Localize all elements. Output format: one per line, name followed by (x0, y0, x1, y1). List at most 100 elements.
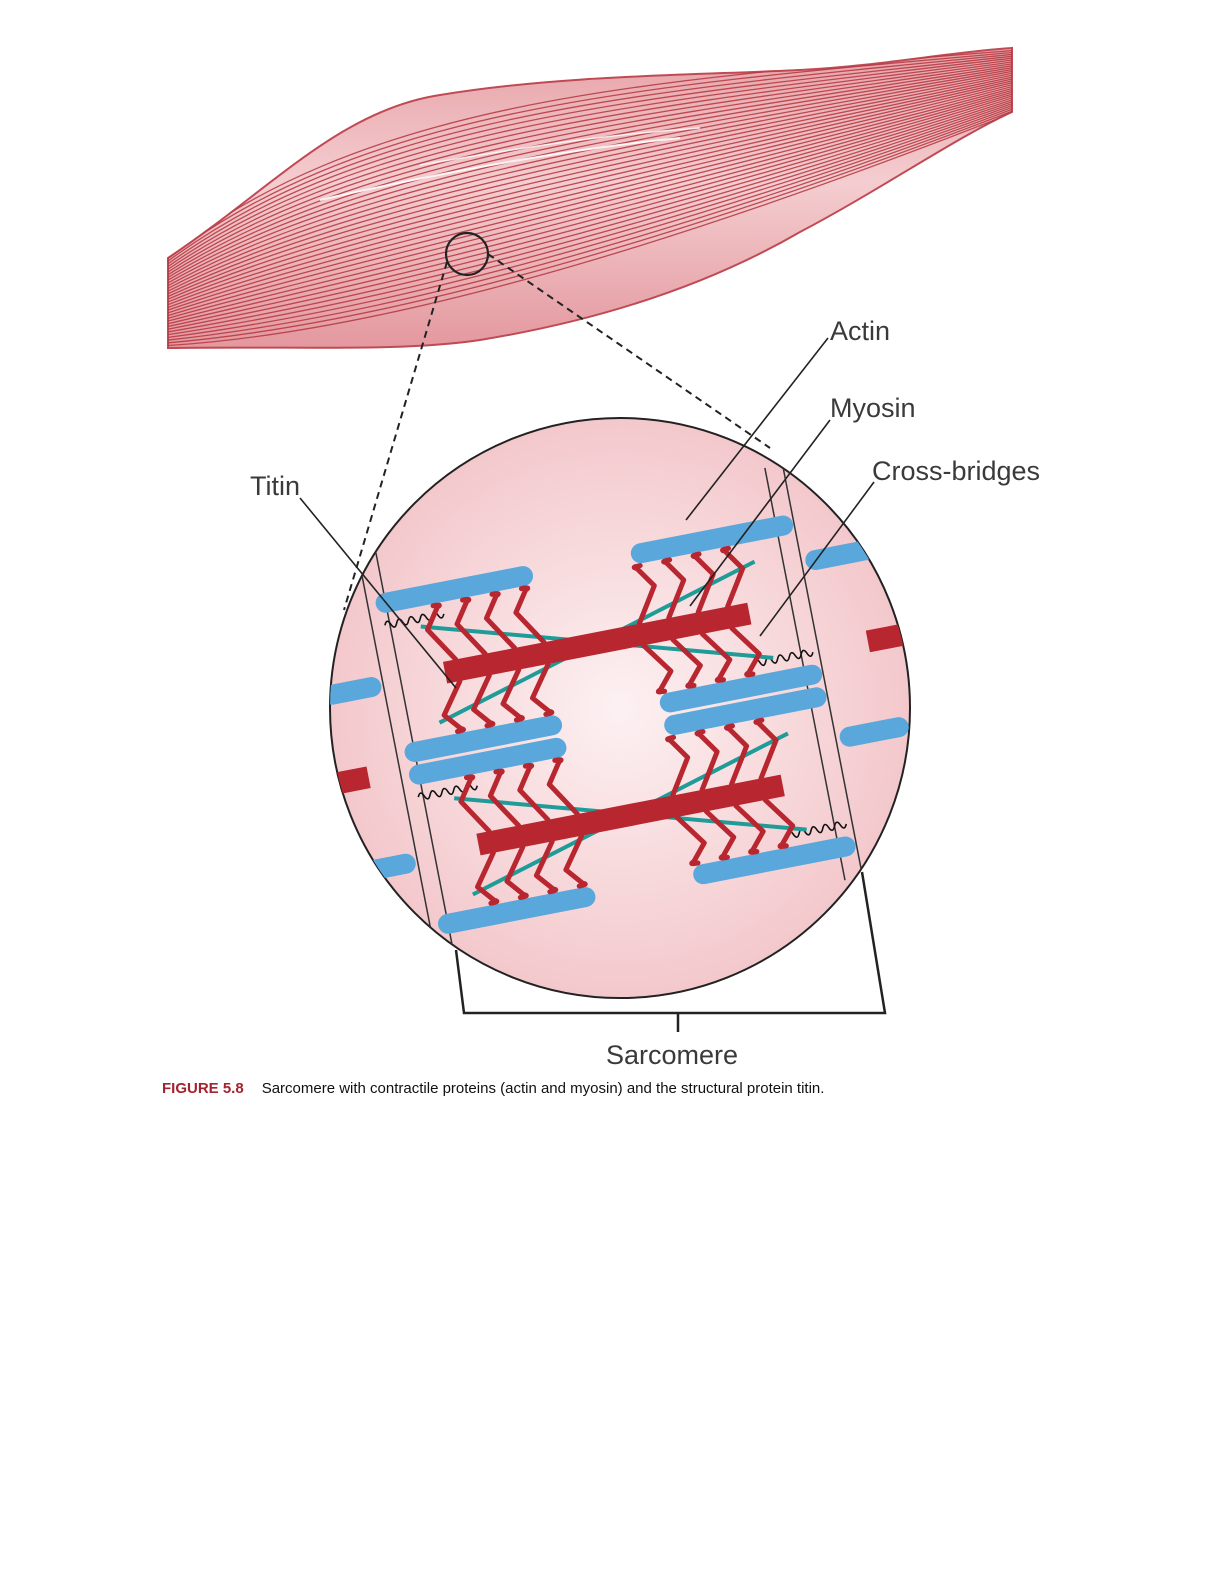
muscle-fiber-line (168, 103, 1012, 340)
muscle-fiber-line (168, 65, 1012, 286)
actin-label: Actin (830, 316, 890, 346)
sarcomere-bracket (454, 871, 887, 1015)
cross-bridge (483, 591, 518, 651)
muscle-fiber-line (168, 94, 1012, 327)
myosin-filament (442, 602, 752, 684)
muscle-fiber-line (168, 85, 1012, 314)
muscle-fiber-line (168, 105, 1012, 342)
muscle-illustration (167, 46, 1013, 350)
muscle-fiber-line (168, 78, 1012, 304)
cross-bridge (475, 850, 500, 906)
zoom-dashed-line (487, 253, 771, 449)
actin-filament (664, 687, 827, 735)
actin-filament (438, 887, 596, 934)
actin-filament (630, 515, 794, 564)
zoom-dashed-line (343, 261, 448, 611)
actin-filament (659, 664, 823, 713)
cross-bridge (458, 774, 492, 834)
actin-filament (375, 566, 534, 613)
cross-bridge (500, 667, 525, 723)
cross-bridge (529, 661, 555, 717)
muscle-fiber-line (168, 76, 1012, 301)
muscle-fiber-line (168, 52, 1012, 268)
cross-bridge (723, 723, 750, 787)
muscle-fiber-line (168, 72, 1012, 296)
cross-bridge (703, 808, 737, 861)
figure-number: FIGURE 5.8 (162, 1080, 244, 1097)
muscle-fiber-line (168, 93, 1012, 324)
myosin-filament (476, 774, 785, 856)
cross-bridge (753, 717, 779, 781)
cross-bridge (441, 678, 466, 734)
myosin-filament (337, 766, 371, 794)
cross-bridge (674, 814, 707, 867)
actin-filament (409, 737, 567, 785)
caption-text: Sarcomere with contractile proteins (act… (261, 1080, 825, 1097)
muscle-fibers (168, 49, 1012, 347)
muscle-fiber-line (168, 71, 1012, 294)
muscle-fiber-line (168, 60, 1012, 278)
muscle-fiber-line (168, 62, 1012, 281)
sarcomere-group (330, 464, 910, 960)
muscle-fiber-line (168, 83, 1012, 311)
z-line (355, 547, 438, 960)
muscle-fiber-line (168, 100, 1012, 334)
cross-bridge (546, 757, 580, 817)
muscle-fiber-line (168, 91, 1012, 322)
muscle-fiber-line (168, 102, 1012, 337)
cross-bridge (699, 631, 733, 683)
cross-bridge (563, 833, 588, 889)
titin-spring (753, 649, 814, 667)
muscle-fiber-line (168, 74, 1012, 299)
actin-filament (805, 540, 875, 571)
sarcomere-zoom (329, 417, 911, 999)
actin-filament (839, 717, 909, 747)
myosin-leader (689, 419, 831, 607)
cross-bridge (533, 838, 559, 895)
muscle-highlight (319, 137, 681, 201)
cross-bridge (694, 729, 720, 793)
muscle-fiber-line (168, 58, 1012, 276)
sarcomere-label: Sarcomere (606, 1040, 738, 1070)
muscle-fiber-line (168, 54, 1012, 271)
muscle-fiber-line (168, 69, 1012, 291)
cross-bridge (670, 637, 703, 689)
z-line (781, 464, 864, 877)
myosin-label: Myosin (830, 393, 916, 423)
cross-bridge (665, 734, 691, 799)
muscle-fiber-line (168, 87, 1012, 317)
muscle-fiber-line (168, 56, 1012, 273)
myosin-filament (865, 623, 910, 653)
titin-spring (786, 821, 848, 838)
cross-bridge (471, 672, 496, 729)
actin-leader (685, 337, 829, 521)
cross-bridge (720, 545, 746, 610)
cross-bridge (513, 585, 547, 645)
muscle-fiber-line (168, 98, 1012, 332)
cross-bridge (425, 602, 459, 662)
muscle-fiber-line (168, 89, 1012, 319)
cross-bridge (454, 596, 488, 657)
muscle-fiber-line (168, 109, 1012, 347)
muscle-fiber-line (168, 82, 1012, 309)
muscle-fiber-line (168, 107, 1012, 345)
actin-filament (404, 715, 563, 762)
titin-label: Titin (250, 471, 300, 501)
cross-bridge (640, 642, 674, 695)
actin-filament (693, 836, 856, 885)
cross-bridge (504, 844, 529, 901)
cross-bridges-leader (759, 481, 875, 637)
cross-bridge (631, 563, 657, 627)
titin-leader (299, 497, 457, 689)
muscle-fiber-line (168, 51, 1012, 266)
cross-bridge (690, 551, 716, 615)
muscle-highlight (419, 127, 701, 166)
muscle-fiber-line (168, 80, 1012, 306)
figure-caption: FIGURE 5.8 Sarcomere with contractile pro… (162, 1080, 1062, 1097)
cross-bridge (487, 768, 522, 829)
cross-bridge (729, 625, 762, 678)
cross-bridge (661, 557, 687, 621)
cross-bridge (733, 803, 766, 855)
cross-bridges-label: Cross-bridges (872, 456, 1040, 486)
